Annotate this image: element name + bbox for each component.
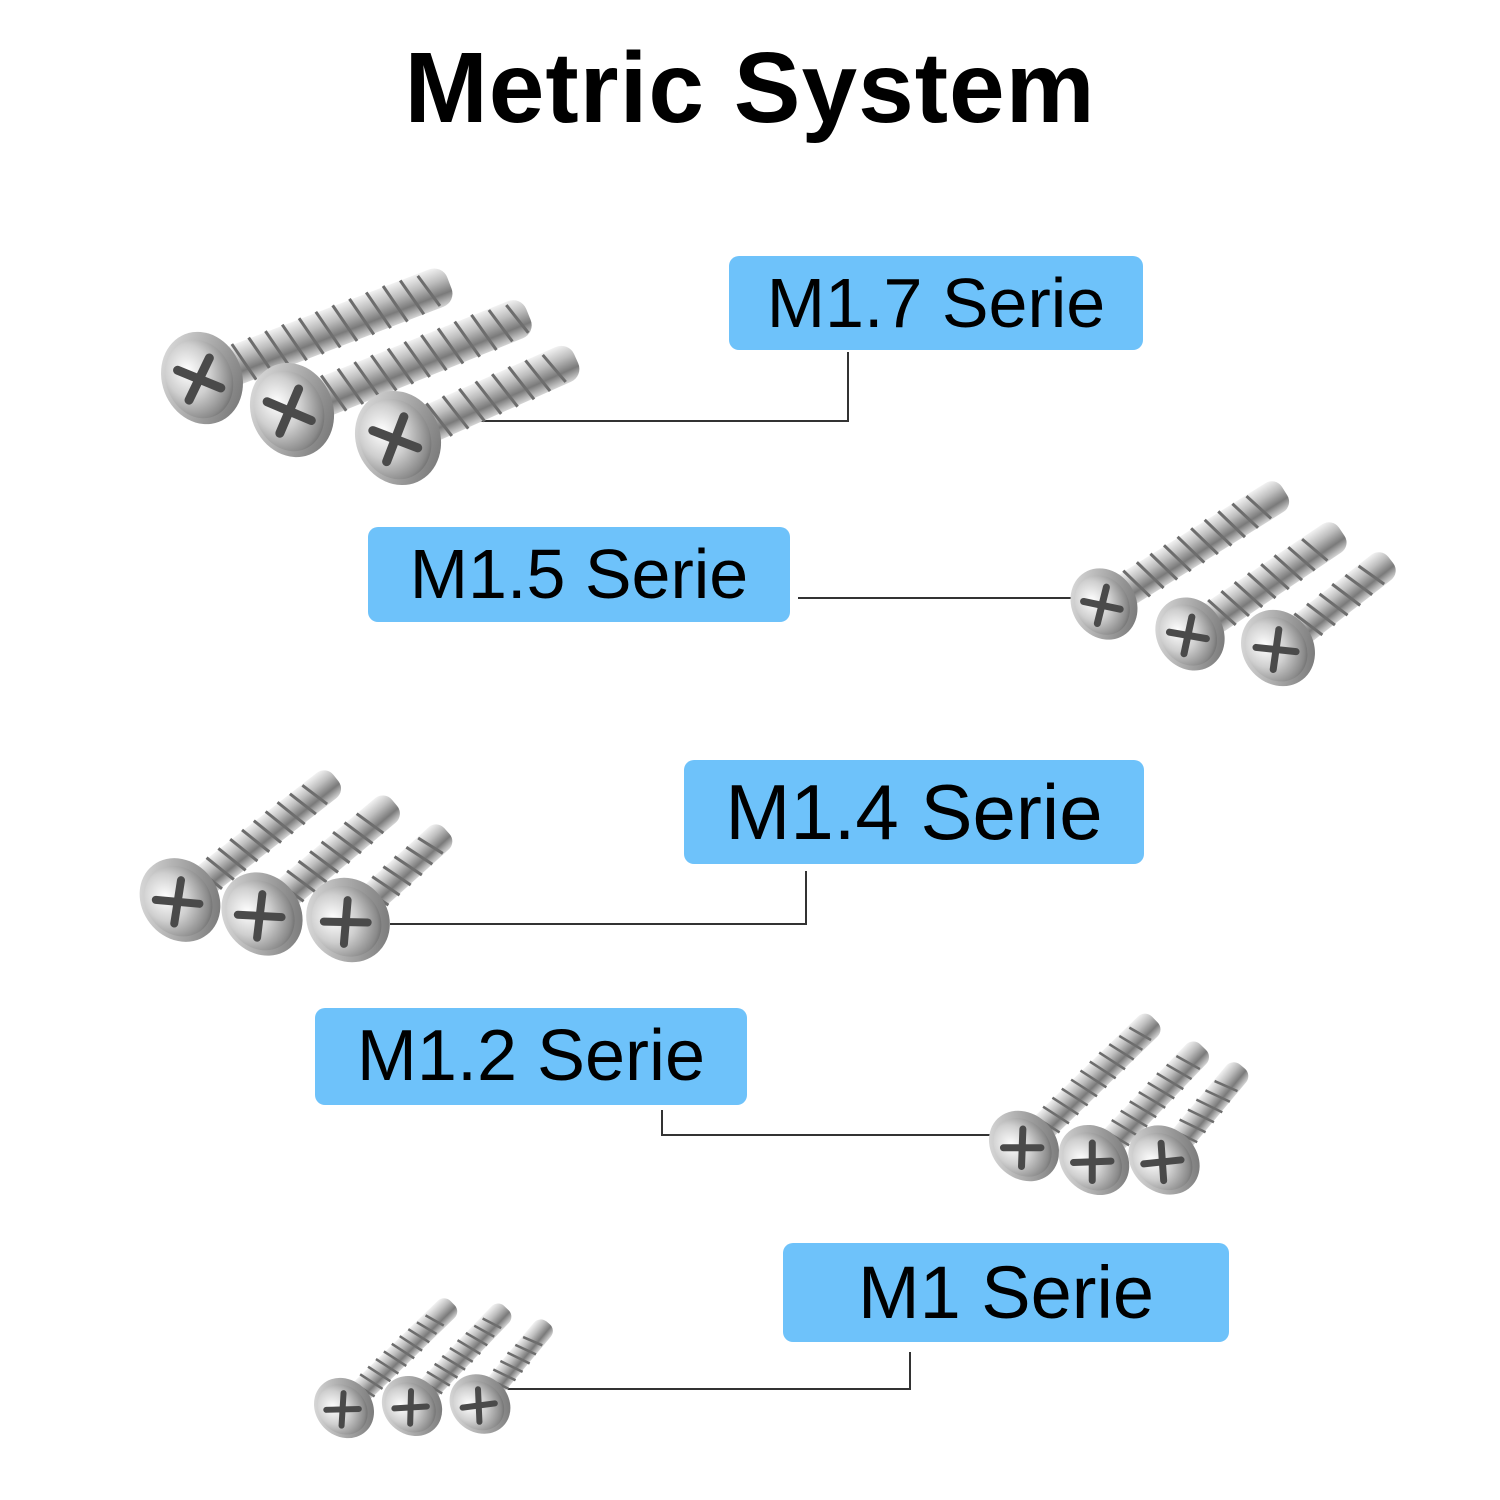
phillips-pan-head-screw-icon xyxy=(449,1319,553,1434)
phillips-pan-head-screw-icon xyxy=(139,770,342,942)
series-label-m12: M1.2 Serie xyxy=(315,1008,747,1105)
phillips-pan-head-screw-icon xyxy=(314,1298,458,1439)
leader-line-m12 xyxy=(661,1110,1003,1136)
leader-line-m17 xyxy=(440,352,849,422)
screw-group-m14 xyxy=(139,770,453,963)
series-label-m15: M1.5 Serie xyxy=(368,527,790,622)
page-title: Metric System xyxy=(404,32,1096,144)
phillips-pan-head-screw-icon xyxy=(161,268,453,425)
screw-group-m12 xyxy=(988,1013,1249,1196)
screw-group-m17 xyxy=(161,268,580,486)
phillips-pan-head-screw-icon xyxy=(1241,552,1396,687)
screw-group-m15 xyxy=(1070,481,1396,687)
phillips-pan-head-screw-icon xyxy=(1070,481,1290,640)
leader-lines xyxy=(390,352,1093,1390)
phillips-pan-head-screw-icon xyxy=(249,300,532,458)
phillips-pan-head-screw-icon xyxy=(381,1303,512,1436)
phillips-pan-head-screw-icon xyxy=(1155,522,1347,671)
leader-line-m14 xyxy=(390,871,807,925)
phillips-pan-head-screw-icon xyxy=(1128,1062,1249,1195)
series-label-m17: M1.7 Serie xyxy=(729,256,1143,350)
screw-group-m1 xyxy=(314,1298,553,1439)
leader-line-m1 xyxy=(508,1352,911,1390)
phillips-pan-head-screw-icon xyxy=(1058,1041,1209,1196)
phillips-pan-head-screw-icon xyxy=(988,1013,1161,1182)
series-label-m1: M1 Serie xyxy=(783,1243,1229,1342)
phillips-pan-head-screw-icon xyxy=(221,795,400,956)
phillips-pan-head-screw-icon xyxy=(306,824,453,963)
phillips-pan-head-screw-icon xyxy=(354,345,580,486)
series-label-m14: M1.4 Serie xyxy=(684,760,1144,864)
